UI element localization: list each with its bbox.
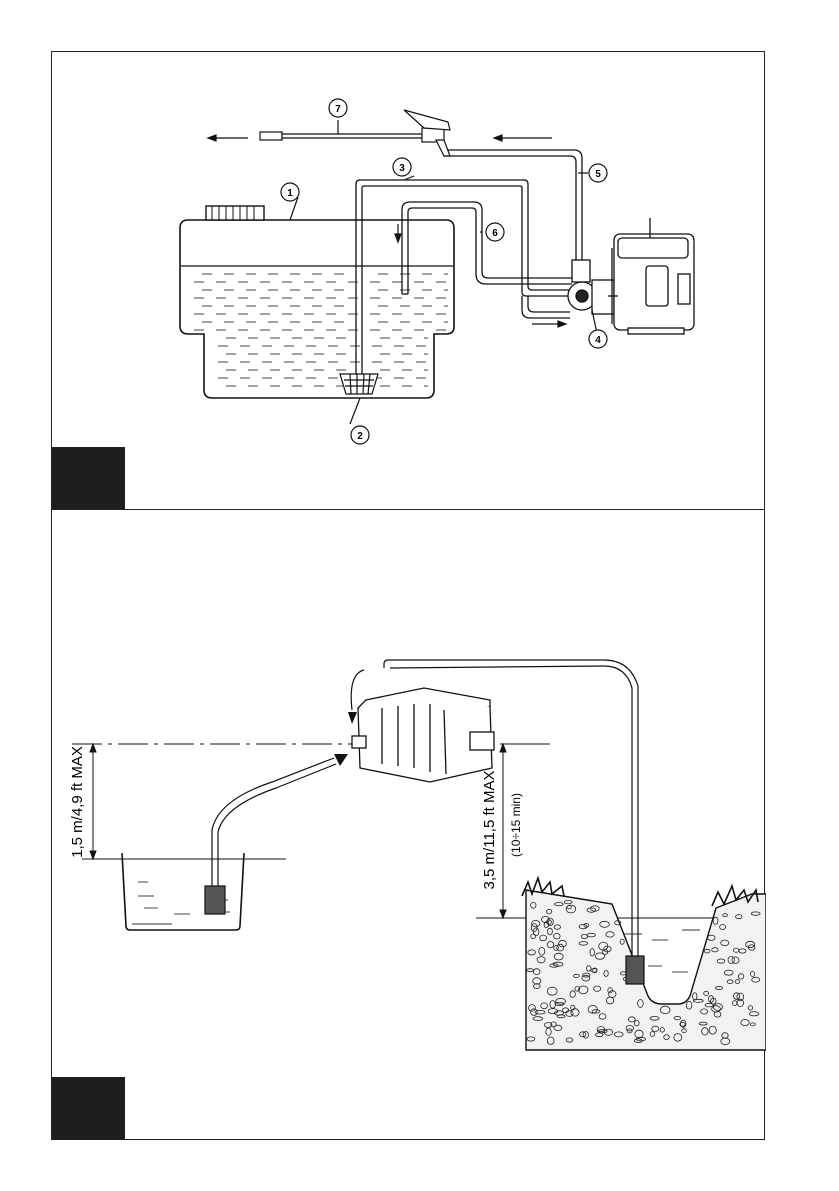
callout-4: 4 <box>589 330 607 348</box>
pressure-hose <box>444 150 582 262</box>
callout-3: 3 <box>393 158 411 176</box>
suction-height-diagram: 1,5 m/4,9 ft MAX 3,5 m/11,5 ft MAX (10÷1… <box>52 510 766 1141</box>
engine-unit <box>608 218 694 334</box>
suction-hose-left <box>212 758 334 886</box>
svg-text:5: 5 <box>595 169 601 180</box>
ditch-filter <box>626 956 644 984</box>
spray-lance <box>260 110 450 156</box>
svg-text:3: 3 <box>399 163 405 174</box>
right-height-label: 3,5 m/11,5 ft MAX <box>481 771 498 890</box>
tank-circuit-diagram: 1 2 3 4 5 6 7 <box>52 52 766 511</box>
svg-text:7: 7 <box>335 104 341 115</box>
bottom-figure-panel: 1,5 m/4,9 ft MAX 3,5 m/11,5 ft MAX (10÷1… <box>51 509 765 1140</box>
pump-unit <box>568 260 614 314</box>
svg-text:2: 2 <box>357 431 363 442</box>
callout-6: 6 <box>486 223 504 241</box>
right-height-note: (10÷15 min) <box>509 793 523 857</box>
tank-cap <box>206 206 264 220</box>
svg-text:1: 1 <box>287 188 293 199</box>
left-height-dimension <box>90 744 96 859</box>
tank-outline <box>180 220 454 398</box>
callout-5: 5 <box>589 164 607 182</box>
svg-text:4: 4 <box>595 335 601 346</box>
callout-1: 1 <box>281 183 299 201</box>
callout-7: 7 <box>329 99 347 117</box>
top-figure-panel: 1 2 3 4 5 6 7 <box>51 51 765 510</box>
pump-body <box>352 688 494 782</box>
svg-text:6: 6 <box>492 228 498 239</box>
suction-filter <box>340 374 378 394</box>
left-height-label: 1,5 m/4,9 ft MAX <box>69 746 86 858</box>
callout-2: 2 <box>351 426 369 444</box>
small-tank-filter <box>205 886 225 914</box>
right-height-dimension <box>500 744 506 918</box>
small-tank <box>122 853 244 930</box>
